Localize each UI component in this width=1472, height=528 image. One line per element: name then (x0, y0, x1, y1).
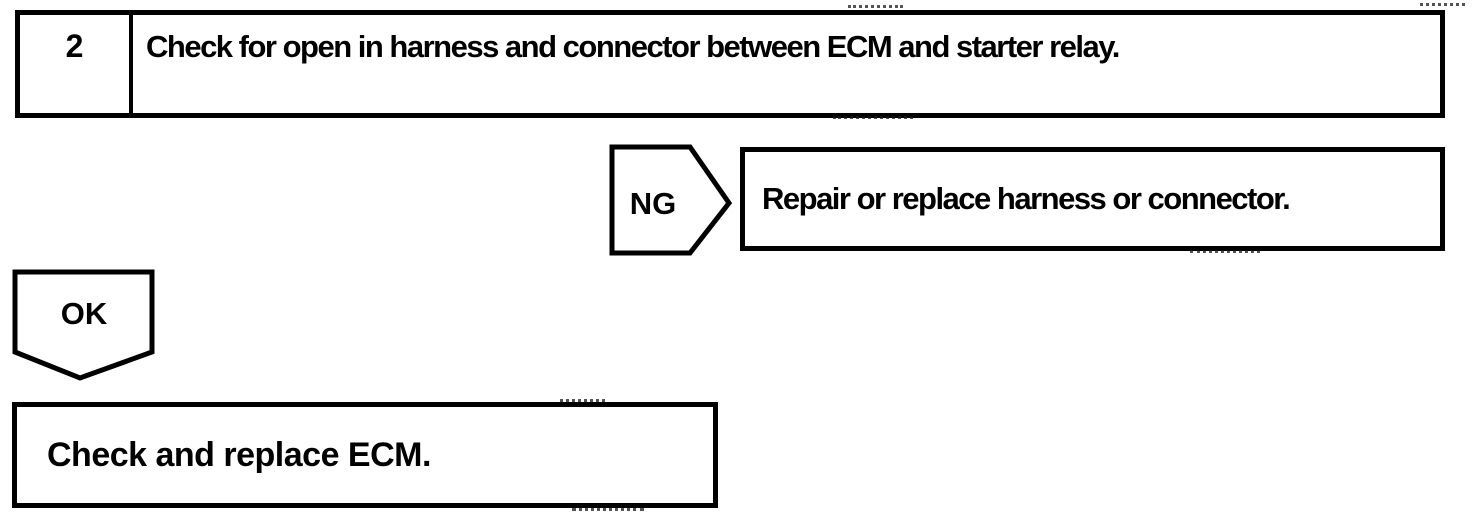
ok-result-text: Check and replace ECM. (47, 435, 431, 474)
scan-artifact (833, 116, 913, 119)
ng-result-text: Repair or replace harness or connector. (762, 181, 1291, 216)
ng-result-box: Repair or replace harness or connector. (740, 147, 1445, 251)
step-instruction: Check for open in harness and connector … (146, 29, 1120, 64)
scan-artifact (560, 399, 605, 402)
ok-result-box: Check and replace ECM. (12, 402, 718, 508)
scan-artifact (848, 5, 903, 8)
ng-label: NG (630, 186, 677, 221)
step-box: 2 Check for open in harness and connecto… (15, 10, 1445, 118)
scan-artifact (1190, 250, 1260, 253)
ok-connector: OK (12, 269, 155, 381)
step-number: 2 (20, 15, 133, 113)
scan-artifact (572, 508, 644, 511)
ng-connector: NG (609, 144, 733, 256)
ng-pentagon-shape (609, 144, 733, 256)
ok-label: OK (61, 296, 108, 331)
scan-artifact (1420, 3, 1465, 6)
ok-pentagon-shape (12, 269, 155, 381)
